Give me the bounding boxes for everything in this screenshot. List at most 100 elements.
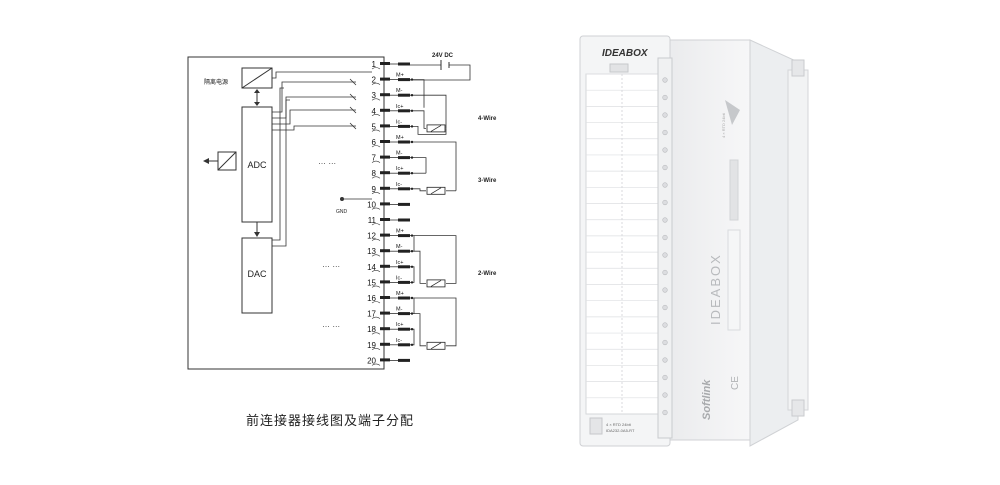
diagram-caption: 前连接器接线图及端子分配 — [245, 414, 414, 429]
isolated-power-label: 隔离电源 — [204, 78, 228, 86]
gnd-label: GND — [336, 209, 348, 215]
brand-side: IDEABOX — [708, 253, 723, 325]
terminal-number: 19 — [367, 341, 376, 350]
terminal-number: 5 — [372, 122, 377, 131]
terminal-pin — [380, 140, 390, 143]
terminal-pin — [380, 77, 390, 81]
terminal-screw — [398, 109, 410, 113]
device-pin — [662, 147, 668, 153]
ellipsis-3: … … — [322, 320, 340, 329]
device-photo: IDEABOX 4 × RTD 24bit IDA232-0A5-RT IDEA… — [560, 0, 1000, 480]
ce-mark: CE — [730, 376, 741, 390]
terminal-screw — [398, 358, 410, 362]
terminal-screw — [398, 296, 410, 300]
terminal-pin — [380, 218, 390, 221]
device-pin — [662, 129, 668, 136]
terminal-screw — [398, 124, 410, 128]
side-model: 4 × RTD 24bit — [721, 112, 726, 138]
terminal-pin — [380, 311, 390, 315]
terminal-screw — [398, 78, 410, 82]
terminal-signal: M+ — [396, 291, 404, 297]
supply-label: 24V DC — [432, 53, 454, 59]
device-pin — [662, 339, 668, 346]
device-pin — [662, 392, 668, 398]
terminal-screw — [398, 327, 410, 331]
terminal-pin — [380, 93, 390, 97]
terminal-screw — [398, 249, 410, 253]
device-pin — [662, 409, 668, 416]
terminal-pin — [380, 171, 390, 175]
device-pin — [662, 252, 668, 258]
terminal-number: 10 — [367, 200, 376, 209]
terminal-signal: M- — [396, 88, 403, 94]
adc-block — [241, 106, 273, 223]
terminal-pin — [380, 264, 390, 268]
wiring-diagram-svg: 隔离电源 ADC DAC … … … … … … — [187, 53, 497, 370]
terminal-pin — [380, 202, 390, 206]
terminal-number: 13 — [367, 247, 376, 256]
terminal-pin — [380, 249, 390, 253]
terminal-number: 4 — [372, 107, 377, 116]
terminal-signal: M- — [396, 244, 403, 250]
terminal-signal: Ic- — [396, 338, 402, 344]
device-pin — [662, 217, 668, 223]
terminal-pin — [380, 358, 390, 362]
terminal-number: 2 — [372, 76, 377, 85]
terminal-column — [657, 57, 673, 439]
terminal-pin — [380, 280, 390, 284]
terminal-signal: Ic- — [396, 182, 402, 188]
device-pin — [662, 182, 668, 188]
terminal-screw — [398, 156, 410, 160]
terminal-screw — [398, 280, 410, 284]
terminal-number: 6 — [372, 138, 377, 147]
module-name: 4 × RTD 24bit — [606, 422, 632, 427]
device-pin — [662, 164, 668, 171]
device-pin — [662, 374, 668, 381]
terminal-number: 1 — [372, 60, 377, 69]
terminal-signal: Ic+ — [396, 322, 404, 328]
terminal-number: 8 — [372, 169, 377, 178]
terminal-screw — [398, 62, 410, 66]
device-pin — [662, 94, 668, 101]
terminal-signal: M- — [396, 151, 403, 157]
terminal-signal: Ic- — [396, 119, 402, 125]
wiring-diagram: 隔离电源 ADC DAC … … … … … … — [187, 53, 497, 370]
terminal-number: 12 — [367, 232, 376, 241]
terminal-signal: Ic+ — [396, 166, 404, 172]
terminal-number: 7 — [372, 154, 377, 163]
terminal-number: 11 — [368, 216, 377, 225]
terminal-pin — [380, 155, 390, 159]
terminal-signal: M+ — [396, 229, 404, 235]
dac-label: DAC — [247, 269, 267, 279]
terminal-screw — [398, 265, 410, 269]
part-number: IDA232-0A5-RT — [606, 428, 635, 433]
dac-block — [241, 237, 273, 314]
label-2-wire: 2-Wire — [478, 271, 497, 277]
terminal-screw — [398, 218, 410, 222]
terminal-pin — [380, 233, 390, 237]
brand-top: IDEABOX — [602, 48, 649, 59]
ellipsis-1: … … — [318, 157, 336, 166]
module-frame — [187, 56, 385, 370]
terminal-screw — [398, 234, 410, 238]
terminal-number: 14 — [367, 263, 376, 272]
device-pin — [662, 112, 668, 118]
terminal-pin — [380, 296, 390, 299]
terminal-signal: Ic+ — [396, 104, 404, 110]
terminal-signal: M- — [396, 307, 403, 313]
terminal-signal: M+ — [396, 135, 404, 141]
gnd-node — [340, 197, 344, 201]
terminal-screw — [398, 312, 410, 316]
terminal-screw — [398, 140, 410, 144]
device-pin — [662, 77, 668, 83]
terminal-screw — [398, 202, 410, 206]
terminal-screw — [398, 93, 410, 97]
terminal-signal: Ic- — [396, 275, 402, 281]
terminal-pin — [380, 62, 390, 65]
device-pin — [662, 287, 668, 293]
terminal-number: 20 — [367, 356, 376, 365]
label-4-wire: 4-Wire — [478, 116, 497, 122]
output-arrow-icon — [203, 158, 209, 164]
sensor-wiring — [410, 78, 457, 350]
terminal-pin — [380, 124, 390, 128]
